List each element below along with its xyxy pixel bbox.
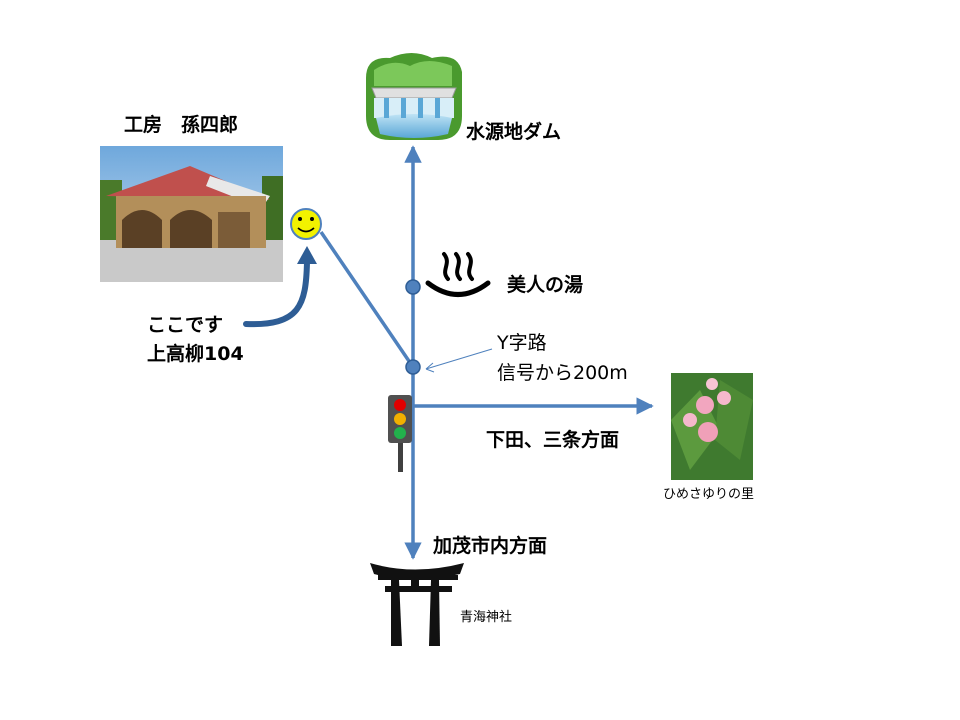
junction-label: Y字路: [497, 332, 547, 354]
branch-road: [319, 231, 415, 368]
lily-caption: ひめさゆりの里: [663, 487, 755, 502]
torii-icon: [370, 563, 464, 646]
onsen-icon: [425, 252, 491, 297]
workshop-photo: [100, 146, 283, 282]
here-label: ここです: [147, 314, 224, 336]
south-direction-label: 加茂市内方面: [433, 535, 548, 557]
onsen-label: 美人の湯: [507, 274, 584, 296]
east-direction-label: 下田、三条方面: [486, 429, 620, 451]
dam-icon: [366, 53, 462, 140]
here-arrow: [243, 259, 310, 328]
junction-pointer: [425, 348, 493, 370]
onsen-junction-node: [405, 279, 421, 295]
lily-photo: [671, 373, 753, 480]
junction-distance-label: 信号から200m: [497, 362, 628, 384]
shrine-caption: 青海神社: [460, 610, 513, 625]
here-arrowhead: [297, 246, 317, 264]
address-label: 上高柳104: [147, 343, 244, 365]
smiley-icon: [290, 208, 322, 240]
workshop-title: 工房 孫四郎: [124, 114, 239, 136]
traffic-light-icon: [388, 395, 412, 472]
y-junction-node: [405, 359, 421, 375]
dam-label: 水源地ダム: [466, 121, 562, 143]
